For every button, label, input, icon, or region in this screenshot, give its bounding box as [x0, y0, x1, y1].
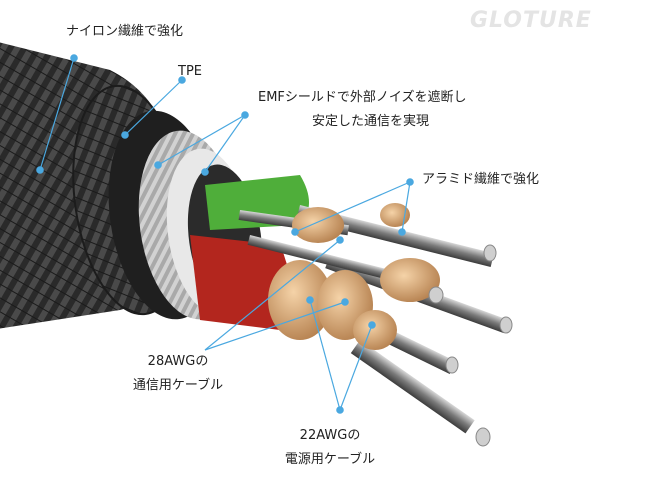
callout-dot-emf-top: [241, 111, 249, 119]
callout-dot-nylon-top: [70, 54, 78, 62]
brand-watermark: GLOTURE: [470, 8, 592, 33]
callout-dot-28awg-a: [336, 236, 344, 244]
label-28awg-line1: 28AWGの: [147, 354, 209, 369]
red-insulation: [190, 235, 290, 330]
label-aramid: アラミド繊維で強化: [422, 172, 540, 187]
label-28awg-line2: 通信用ケーブル: [132, 378, 224, 393]
callout-dot-28awg-b: [341, 298, 349, 306]
label-nylon: ナイロン繊維で強化: [66, 24, 184, 39]
label-tpe: TPE: [178, 64, 202, 79]
label-22awg-line2: 電源用ケーブル: [284, 452, 376, 467]
callout-dot-tpe: [121, 131, 129, 139]
callout-dot-tpe-top: [178, 76, 186, 84]
wire-ends: [428, 244, 513, 447]
callout-dot-22awg-a: [306, 296, 314, 304]
callout-dot-emf-b: [201, 168, 209, 176]
callout-dot-aramid-b: [398, 228, 406, 236]
callout-dot-22awg-bottom: [336, 406, 344, 414]
callout-dot-aramid-a: [291, 228, 299, 236]
label-22awg-line1: 22AWGの: [299, 428, 361, 443]
callout-dot-22awg-b: [368, 321, 376, 329]
label-emf-line2: 安定した通信を実現: [312, 114, 430, 129]
callout-dot-nylon: [36, 166, 44, 174]
callout-dot-emf-a: [154, 161, 162, 169]
label-emf-line1: EMFシールドで外部ノイズを遮断し: [258, 90, 467, 105]
callout-dot-aramid-top: [406, 178, 414, 186]
